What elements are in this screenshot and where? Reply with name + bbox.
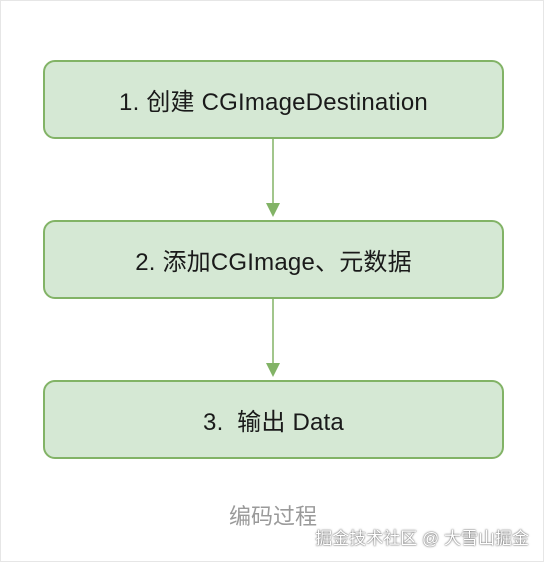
step-label: 1. 创建 CGImageDestination <box>119 89 428 116</box>
step-label: 3. 输出 Data <box>203 409 344 436</box>
watermark: 掘金技术社区 @ 大雪山掘金 <box>315 529 529 548</box>
step-create-destination: 1. 创建 CGImageDestination <box>43 60 504 139</box>
arrow-connector <box>266 139 280 217</box>
step-output-data: 3. 输出 Data <box>43 380 504 459</box>
step-label: 2. 添加CGImage、元数据 <box>135 249 412 276</box>
diagram-caption: 编码过程 <box>228 504 317 529</box>
step-add-image-metadata: 2. 添加CGImage、元数据 <box>43 220 504 299</box>
arrow-connector <box>266 299 280 377</box>
